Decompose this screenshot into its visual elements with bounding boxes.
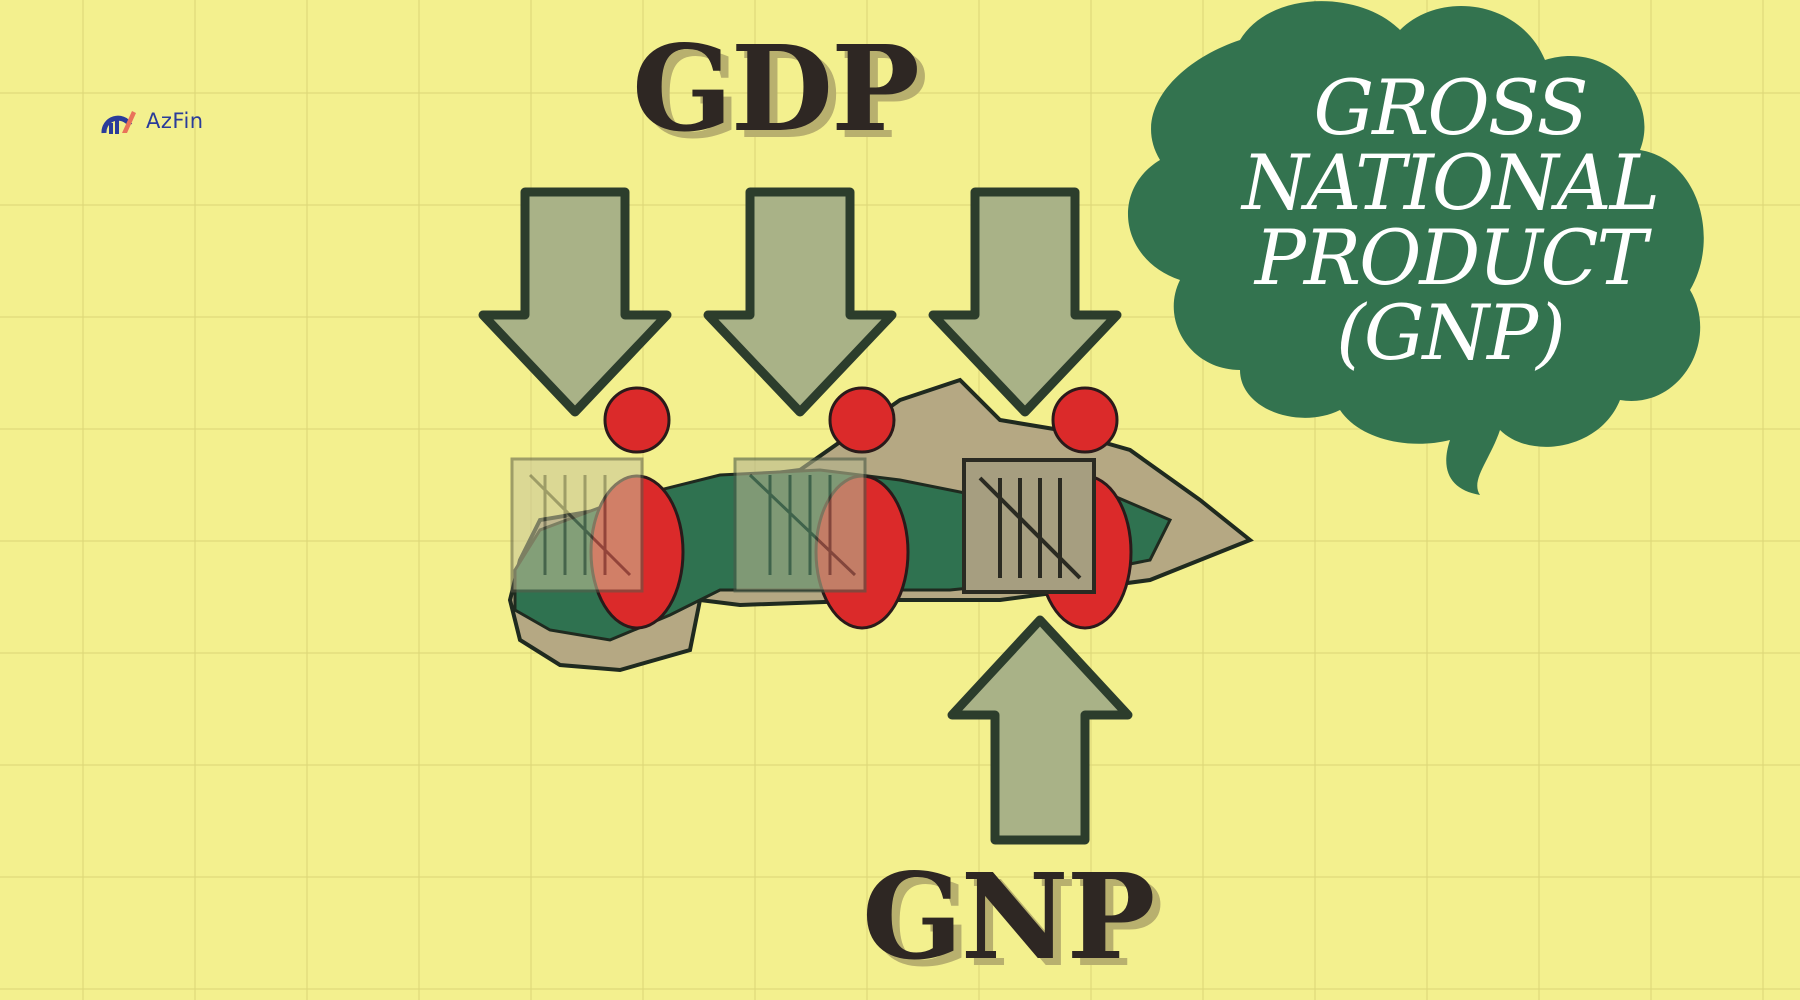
- crate-1-icon: [510, 457, 644, 593]
- gnp-heading: GNP: [862, 847, 1155, 986]
- azfin-logo-icon: [101, 111, 136, 134]
- crate-3-icon: [962, 458, 1096, 594]
- cloud-label: GROSS NATIONAL PRODUCT (GNP): [1190, 63, 1710, 377]
- arrow-down-2-icon: [703, 187, 897, 417]
- cloud-line-4: (GNP): [1336, 288, 1566, 377]
- arrow-up-icon: [947, 615, 1133, 845]
- azfin-logo: AzFin: [100, 105, 204, 137]
- crate-2-icon: [733, 457, 867, 593]
- cloud-line-3: PRODUCT: [1254, 213, 1648, 302]
- gdp-heading: GDP: [632, 19, 920, 158]
- arrow-down-3-icon: [928, 187, 1122, 417]
- cloud-line-2: NATIONAL: [1241, 138, 1660, 227]
- speech-cloud: [1127, 1, 1704, 495]
- cloud-line-1: GROSS: [1313, 63, 1588, 152]
- logo-text: AzFin: [146, 109, 204, 133]
- arrow-down-1-icon: [478, 187, 672, 417]
